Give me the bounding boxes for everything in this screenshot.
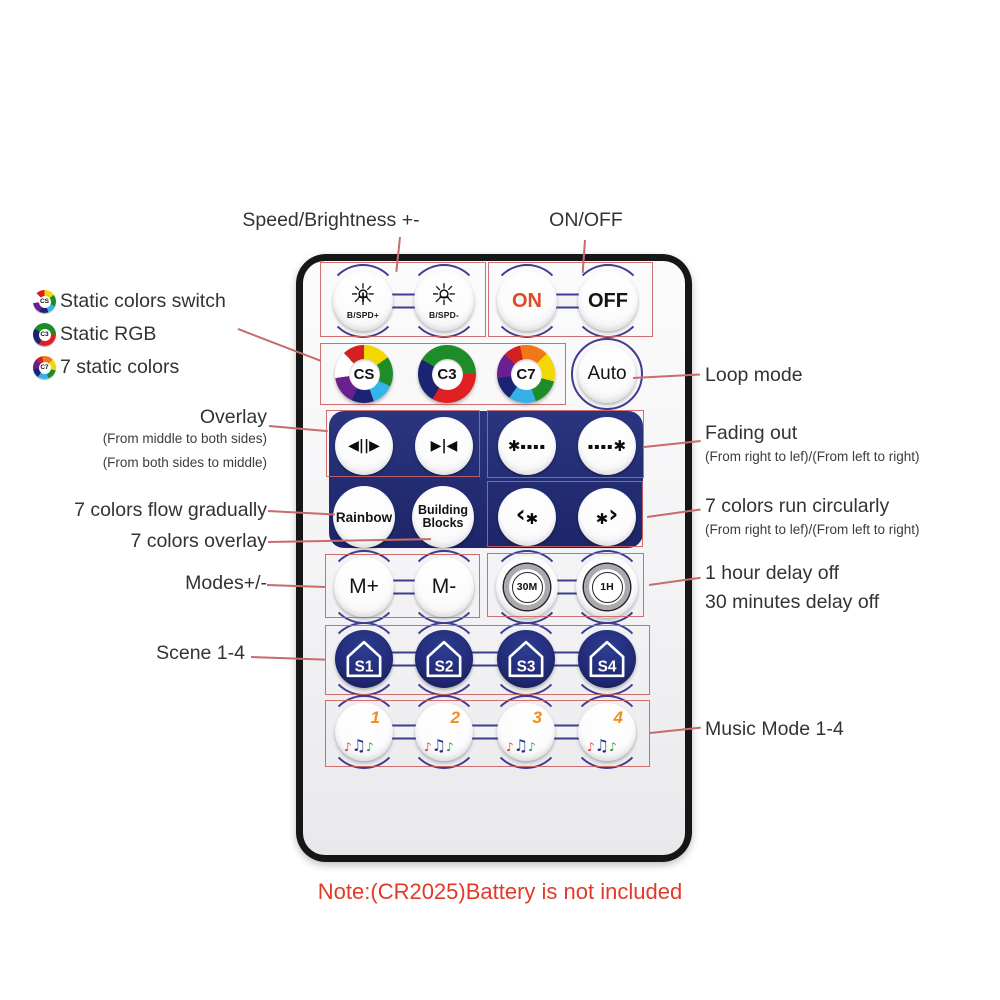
music-notes-icon: ♪♫♪ <box>344 736 374 755</box>
svg-text:S4: S4 <box>598 658 617 675</box>
colors-overlay-label: 7 colors overlay <box>130 530 267 552</box>
button-arc <box>327 695 401 769</box>
timer-dial-icon: 1H <box>584 564 630 610</box>
rainbow-button[interactable]: Rainbow <box>333 486 395 548</box>
music-mode-label: Music Mode 1-4 <box>705 718 844 740</box>
run-circularly-label: 7 colors run circularly <box>705 495 890 517</box>
fade-right-button[interactable]: ▪▪▪▪✱ <box>578 417 636 475</box>
delay-1h-label: 1 hour delay off <box>705 562 840 584</box>
scene-house-icon: S3 <box>508 640 544 678</box>
run-right-button[interactable]: ✱› <box>578 488 636 546</box>
annotation-box-overlay <box>326 410 480 477</box>
svg-text:S1: S1 <box>355 658 374 675</box>
scene-s1-button[interactable]: S1 <box>335 630 393 688</box>
overlay-outward-button[interactable]: ◀||▶ <box>335 417 393 475</box>
chevron-left-star-icon: ‹✱ <box>515 500 539 528</box>
scene-house-icon: S2 <box>426 640 462 678</box>
star-dots-icon: ✱▪▪▪▪ <box>507 437 547 455</box>
arrows-outward-icon: ◀||▶ <box>348 438 380 454</box>
svg-text:S3: S3 <box>517 658 536 675</box>
overlay-sub2-label: (From both sides to middle) <box>102 455 267 470</box>
fading-out-label: Fading out <box>705 422 798 444</box>
loop-mode-label: Loop mode <box>705 364 803 386</box>
scene-s3-button[interactable]: S3 <box>497 630 555 688</box>
c3-ring-icon: C3 <box>33 323 56 346</box>
overlay-sub1-label: (From middle to both sides) <box>102 431 267 446</box>
scene-s4-button[interactable]: S4 <box>578 630 636 688</box>
music-3-button[interactable]: 3 ♪♫♪ <box>497 703 555 761</box>
annotation-box-run <box>487 481 643 547</box>
c3-static-rgb-button[interactable]: C3 <box>418 345 476 403</box>
overlay-inward-button[interactable]: ▶|◀ <box>415 417 473 475</box>
button-arc <box>407 264 481 338</box>
c7-static-colors-button[interactable]: C7 <box>497 345 555 403</box>
mode-minus-button[interactable]: M- <box>414 557 474 617</box>
timer-dial-icon: 30M <box>504 564 550 610</box>
c7-ring-icon: C7 <box>33 356 56 379</box>
seven-static-colors-row: C7 7 static colors <box>33 356 179 379</box>
bspd-plus-button[interactable]: ☼+ B/SPD+ <box>333 271 393 331</box>
annotation-box-scene <box>325 625 650 695</box>
on-off-label: ON/OFF <box>549 209 623 231</box>
timer-30m-button[interactable]: 30M <box>496 556 558 618</box>
speed-brightness-label: Speed/Brightness +- <box>242 209 420 231</box>
run-left-button[interactable]: ‹✱ <box>498 488 556 546</box>
bspd-minus-label: B/SPD- <box>428 309 459 320</box>
delay-30m-label: 30 minutes delay off <box>705 591 880 613</box>
svg-text:S2: S2 <box>435 658 454 675</box>
auto-loop-button[interactable]: Auto <box>578 345 636 403</box>
modes-label: Modes+/- <box>185 572 267 594</box>
scene-house-icon: S1 <box>346 640 382 678</box>
off-button[interactable]: OFF <box>578 271 638 331</box>
on-button[interactable]: ON <box>497 271 557 331</box>
cs-static-colors-button[interactable]: CS <box>335 345 393 403</box>
battery-note: Note:(CR2025)Battery is not included <box>317 879 683 904</box>
sun-plus-icon: ☼+ <box>349 277 377 313</box>
annotation-box-timer <box>487 553 644 617</box>
dots-star-icon: ▪▪▪▪✱ <box>587 437 627 455</box>
timer-1h-button[interactable]: 1H <box>576 556 638 618</box>
music-4-button[interactable]: 4 ♪♫♪ <box>578 703 636 761</box>
sun-minus-icon: ☼− <box>430 277 458 313</box>
bspd-minus-button[interactable]: ☼− B/SPD- <box>414 271 474 331</box>
annotation-box-modes <box>325 554 480 618</box>
scene-label: Scene 1-4 <box>156 642 245 664</box>
bspd-plus-label: B/SPD+ <box>346 309 380 320</box>
annotation-box-music <box>325 700 650 767</box>
static-rgb-row: C3 Static RGB <box>33 323 156 346</box>
button-arc <box>407 695 481 769</box>
music-1-button[interactable]: 1 ♪♫♪ <box>335 703 393 761</box>
flow-gradually-label: 7 colors flow gradually <box>74 499 267 521</box>
cs-ring-icon: CS <box>33 290 56 313</box>
annotation-box-fading <box>487 410 644 478</box>
button-arc <box>571 264 645 338</box>
music-2-button[interactable]: 2 ♪♫♪ <box>415 703 473 761</box>
star-chevron-right-icon: ✱› <box>595 500 619 528</box>
run-sub-label: (From right to lef)/(From left to right) <box>705 522 920 537</box>
scene-s2-button[interactable]: S2 <box>415 630 473 688</box>
arrows-inward-icon: ▶|◀ <box>430 438 458 454</box>
scene-house-icon: S4 <box>589 640 625 678</box>
button-arc <box>570 695 644 769</box>
button-arc <box>326 264 400 338</box>
music-notes-icon: ♪♫♪ <box>506 736 536 755</box>
annotation-box-speed <box>320 262 486 337</box>
music-notes-icon: ♪♫♪ <box>424 736 454 755</box>
overlay-label: Overlay <box>199 406 267 428</box>
music-notes-icon: ♪♫♪ <box>587 736 617 755</box>
fade-left-button[interactable]: ✱▪▪▪▪ <box>498 417 556 475</box>
button-arc <box>490 264 564 338</box>
static-colors-switch-row: CS Static colors switch <box>33 290 226 313</box>
button-arc <box>489 695 563 769</box>
annotation-box-onoff <box>488 262 653 337</box>
mode-plus-button[interactable]: M+ <box>334 557 394 617</box>
fading-sub-label: (From right to lef)/(From left to right) <box>705 449 920 464</box>
annotation-box-static <box>320 343 566 405</box>
button-arc <box>571 338 643 410</box>
